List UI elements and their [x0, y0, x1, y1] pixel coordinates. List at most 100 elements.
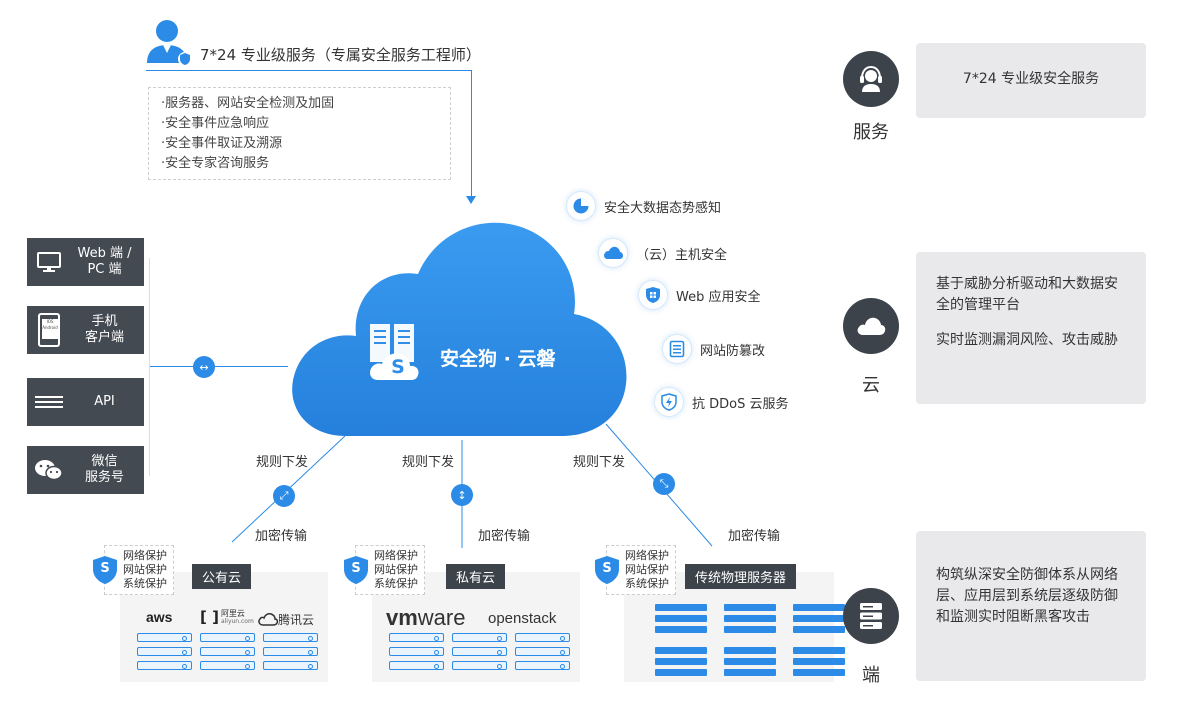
shield-s-icon: S — [343, 555, 369, 585]
tencent-cloud-icon — [258, 613, 278, 626]
service-item: ·服务器、网站安全检测及加固 — [161, 96, 335, 111]
cloud-circle — [843, 298, 899, 354]
env-tag-public-cloud: 公有云 — [192, 564, 252, 589]
server-stack-icon — [860, 603, 882, 629]
openstack-logo: openstack — [488, 610, 557, 627]
engineer-underline — [146, 70, 472, 71]
document-icon — [662, 334, 692, 364]
feature-anti-ddos: 抗 DDoS 云服务 — [654, 387, 789, 417]
rule-label: 规则下发 — [573, 455, 626, 470]
env-tag-physical-servers: 传统物理服务器 — [685, 564, 797, 589]
rule-label: 规则下发 — [402, 455, 455, 470]
vmware-ware: ware — [417, 605, 466, 630]
server-rack — [137, 633, 318, 675]
endpoint-desc: 构筑纵深安全防御体系从网络层、应用层到系统层逐级防御和监测实时阻断黑客攻击 — [936, 567, 1118, 625]
rule-label: 规则下发 — [256, 455, 309, 470]
service-label: 服务 — [853, 122, 889, 143]
feature-web-app-security: Web 应用安全 — [638, 280, 760, 310]
protection-line: 网络保护 — [123, 549, 167, 562]
client-label-line: 服务号 — [84, 470, 124, 485]
shield-letter: S — [602, 561, 612, 576]
feature-label: 安全大数据态势感知 — [604, 200, 722, 216]
client-api: API — [27, 378, 144, 426]
vmware-logo: vmware — [386, 605, 465, 631]
client-label-line: 客户端 — [84, 330, 124, 345]
link-node-icon: ↕ — [451, 484, 473, 506]
client-bracket — [149, 258, 150, 476]
client-label-line: PC 端 — [87, 262, 122, 277]
feature-host-security: （云）主机安全 — [598, 238, 727, 268]
shield-s-icon: S — [92, 555, 118, 585]
endpoint-label: 端 — [862, 665, 880, 686]
protection-line: 网络保护 — [625, 549, 669, 562]
service-circle — [843, 51, 899, 107]
phone-screen-text: Android — [42, 325, 58, 330]
env-tag-private-cloud: 私有云 — [446, 564, 506, 589]
client-mobile: IOS Android 手机客户端 — [27, 306, 144, 354]
server-rack — [389, 633, 570, 675]
cloud-desc: 实时监测漏洞风险、攻击威胁 — [936, 332, 1118, 348]
cloud-desc-box: 基于威胁分析驱动和大数据安全的管理平台 实时监测漏洞风险、攻击威胁 — [916, 252, 1146, 404]
client-wechat: 微信服务号 — [27, 446, 144, 494]
engineer-service-title: 7*24 专业级服务（专属安全服务工程师） — [200, 46, 481, 64]
logo-letter: S — [391, 356, 405, 378]
engineer-arrow-head — [466, 196, 476, 204]
protection-badge: S 网络保护 网站保护 系统保护 — [343, 545, 425, 595]
feature-label: 抗 DDoS 云服务 — [692, 396, 789, 412]
aliyun-logo: [ ] 阿里云 aliyun.com — [200, 608, 254, 626]
protection-line: 网站保护 — [123, 563, 167, 576]
shield-letter: S — [351, 561, 361, 576]
headset-icon — [860, 65, 882, 92]
shield-s-icon: S — [594, 555, 620, 585]
aliyun-name: 阿里云 — [220, 609, 245, 618]
shield-grid-icon — [638, 280, 668, 310]
service-item: ·安全事件应急响应 — [161, 116, 270, 131]
tencent-cloud-name: 腾讯云 — [278, 613, 315, 627]
pie-chart-icon — [566, 191, 596, 221]
cloud-icon — [857, 317, 886, 335]
aws-logo: aws — [146, 609, 173, 625]
client-label-line: 手机 — [91, 314, 118, 329]
service-item: ·安全事件取证及溯源 — [161, 136, 283, 151]
encrypt-label: 加密传输 — [478, 529, 531, 544]
endpoint-desc-box: 构筑纵深安全防御体系从网络层、应用层到系统层逐级防御和监测实时阻断黑客攻击 — [916, 531, 1146, 681]
wechat-icon — [27, 458, 71, 482]
link-node-icon: ⤡ — [653, 473, 675, 495]
protection-badge: S 网络保护 网站保护 系统保护 — [594, 545, 676, 595]
protection-badge: S 网络保护 网站保护 系统保护 — [92, 545, 174, 595]
feature-label: 网站防篡改 — [700, 343, 766, 359]
endpoint-circle — [843, 588, 899, 644]
service-desc: 7*24 专业级安全服务 — [962, 71, 1100, 87]
feature-situational-awareness: 安全大数据态势感知 — [566, 191, 721, 221]
engineer-arrow-line — [471, 70, 472, 200]
vmware-vm: vm — [386, 605, 418, 630]
client-label-line: API — [94, 394, 115, 409]
protection-line: 系统保护 — [123, 577, 167, 590]
aliyun-domain: aliyun.com — [220, 618, 254, 625]
protection-line: 系统保护 — [374, 577, 418, 590]
cloud-desc: 基于威胁分析驱动和大数据安全的管理平台 — [936, 276, 1118, 313]
protection-line: 系统保护 — [625, 577, 669, 590]
feature-label: （云）主机安全 — [636, 247, 728, 263]
yunpan-logo-icon: S — [366, 322, 430, 384]
cloud-icon — [598, 238, 628, 268]
shield-bolt-icon — [654, 387, 684, 417]
phone-screen-text: IOS — [46, 319, 54, 324]
protection-list: 网络保护 网站保护 系统保护 — [606, 545, 676, 595]
feature-label: Web 应用安全 — [676, 289, 761, 305]
client-label-line: 微信 — [91, 454, 118, 469]
encrypt-label: 加密传输 — [255, 529, 308, 544]
protection-line: 网络保护 — [374, 549, 418, 562]
shield-letter: S — [100, 561, 110, 576]
link-node-icon: ⤢ — [273, 485, 295, 507]
protection-line: 网站保护 — [625, 563, 669, 576]
physical-server-rack — [655, 604, 845, 680]
client-web-pc: Web 端 /PC 端 — [27, 238, 144, 286]
protection-line: 网站保护 — [374, 563, 418, 576]
cloud-shape — [292, 222, 627, 436]
client-label-line: Web 端 / — [77, 246, 132, 261]
feature-anti-tamper: 网站防篡改 — [662, 334, 765, 364]
phone-icon: IOS Android — [27, 313, 71, 347]
service-desc-box: 7*24 专业级安全服务 — [916, 43, 1146, 118]
api-lines-icon — [27, 395, 71, 409]
